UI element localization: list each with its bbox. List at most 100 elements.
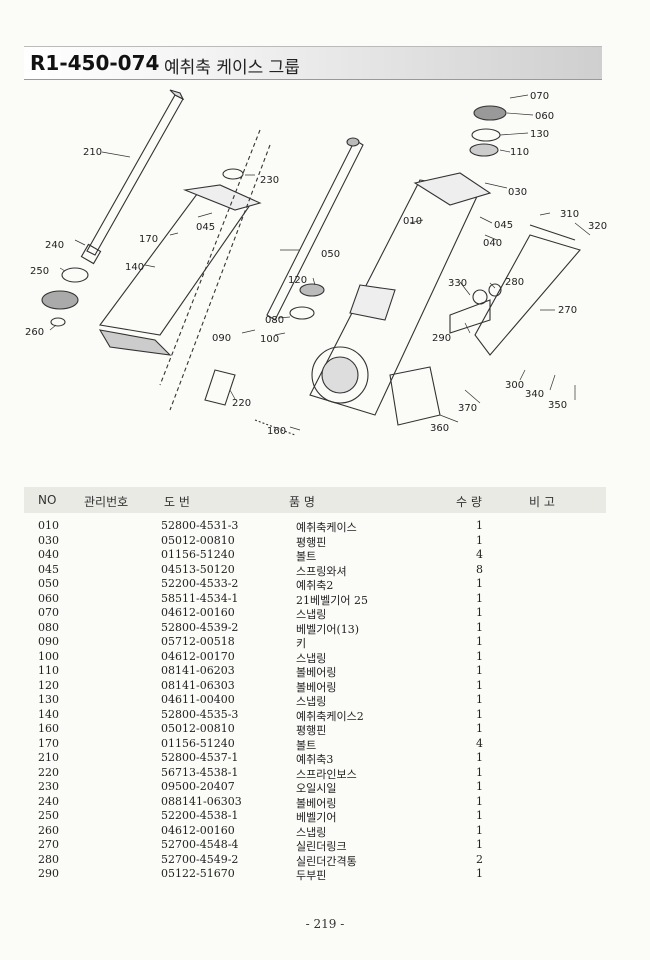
row-no: 260 xyxy=(38,823,59,837)
row-no: 160 xyxy=(38,722,59,735)
row-qty: 1 xyxy=(476,620,483,634)
callout-label: 100 xyxy=(260,334,279,345)
row-qty: 1 xyxy=(476,838,483,851)
row-no: 290 xyxy=(38,867,59,880)
row-no: 060 xyxy=(38,591,59,605)
callout-label: 300 xyxy=(505,380,524,391)
row-code: 52800-4535-3 xyxy=(161,707,239,721)
callout-label: 260 xyxy=(25,327,44,338)
callout-label: 160 xyxy=(267,426,286,437)
row-name: 예취축케이스2 xyxy=(296,709,364,723)
row-qty: 1 xyxy=(476,823,483,837)
callout-label: 320 xyxy=(588,221,607,232)
row-name: 볼트 xyxy=(296,738,317,752)
header-part-name: 품 명 xyxy=(289,495,315,509)
row-name: 스냅링 xyxy=(296,825,327,839)
row-qty: 2 xyxy=(476,852,483,866)
row-no: 210 xyxy=(38,751,59,764)
row-name: 볼베어링 xyxy=(296,796,337,810)
callout-label: 060 xyxy=(535,111,554,122)
header-mgmt-no: 관리번호 xyxy=(84,495,129,509)
row-no: 090 xyxy=(38,635,59,648)
row-qty: 1 xyxy=(476,606,483,619)
row-code: 04611-00400 xyxy=(161,693,235,706)
row-no: 100 xyxy=(38,649,59,663)
row-code: 01156-51240 xyxy=(161,736,235,750)
header-drawing-no: 도 번 xyxy=(164,495,190,509)
row-name: 볼트 xyxy=(296,550,317,563)
row-code: 52800-4531-3 xyxy=(161,519,239,532)
row-code: 05012-00810 xyxy=(161,533,235,547)
callout-label: 210 xyxy=(83,147,102,158)
row-no: 250 xyxy=(38,809,59,822)
callout-label: 170 xyxy=(139,234,158,245)
header-remarks: 비 고 xyxy=(529,495,555,509)
row-code: 09500-20407 xyxy=(161,780,235,793)
row-code: 01156-51240 xyxy=(161,548,235,561)
row-name: 베벨기어(13) xyxy=(296,622,360,636)
row-code: 05122-51670 xyxy=(161,867,235,880)
row-code: 52700-4548-4 xyxy=(161,838,239,851)
callout-label: 350 xyxy=(548,400,567,411)
row-no: 220 xyxy=(38,765,59,779)
row-name: 오일시일 xyxy=(296,782,337,795)
row-name: 두부핀 xyxy=(296,869,327,882)
row-qty: 1 xyxy=(476,591,483,605)
row-code: 56713-4538-1 xyxy=(161,765,239,779)
callout-label: 140 xyxy=(125,262,144,273)
row-no: 280 xyxy=(38,852,59,866)
row-code: 088141-06303 xyxy=(161,794,242,808)
row-code: 05012-00810 xyxy=(161,722,235,735)
row-qty: 1 xyxy=(476,519,483,532)
row-qty: 1 xyxy=(476,751,483,764)
row-no: 045 xyxy=(38,562,59,576)
callout-label: 250 xyxy=(30,266,49,277)
row-name: 키 xyxy=(296,637,307,650)
row-name: 예취축3 xyxy=(296,753,334,766)
row-code: 08141-06303 xyxy=(161,678,235,692)
row-no: 050 xyxy=(38,577,59,590)
parts-table-header: NO 관리번호 도 번 품 명 수 량 비 고 xyxy=(24,487,606,513)
row-qty: 1 xyxy=(476,693,483,706)
row-no: 170 xyxy=(38,736,59,750)
row-code: 52800-4539-2 xyxy=(161,620,239,634)
row-name: 스프라인보스 xyxy=(296,767,357,781)
row-qty: 1 xyxy=(476,664,483,677)
callout-label: 120 xyxy=(288,275,307,286)
row-name: 예취축케이스 xyxy=(296,521,357,534)
row-name: 볼베어링 xyxy=(296,680,337,694)
row-code: 08141-06203 xyxy=(161,664,235,677)
page-number: - 219 - xyxy=(305,917,345,931)
callout-label: 050 xyxy=(321,249,340,260)
callout-label: 110 xyxy=(510,147,529,158)
callout-label: 010 xyxy=(403,216,422,227)
callout-label: 080 xyxy=(265,315,284,326)
row-qty: 1 xyxy=(476,577,483,590)
row-code: 58511-4534-1 xyxy=(161,591,239,605)
section-title-bar: R1-450-074 예취축 케이스 그룹 xyxy=(24,46,602,80)
callout-label: 340 xyxy=(525,389,544,400)
row-name: 스냅링 xyxy=(296,608,327,621)
row-qty: 4 xyxy=(476,548,483,561)
table-row: 220 56713-4538-1 스프라인보스 1 xyxy=(24,766,606,781)
row-code: 04612-00160 xyxy=(161,823,235,837)
callout-label: 045 xyxy=(196,222,215,233)
row-qty: 1 xyxy=(476,765,483,779)
row-qty: 1 xyxy=(476,678,483,692)
callout-label: 090 xyxy=(212,333,231,344)
row-qty: 1 xyxy=(476,867,483,880)
callout-label: 270 xyxy=(558,305,577,316)
